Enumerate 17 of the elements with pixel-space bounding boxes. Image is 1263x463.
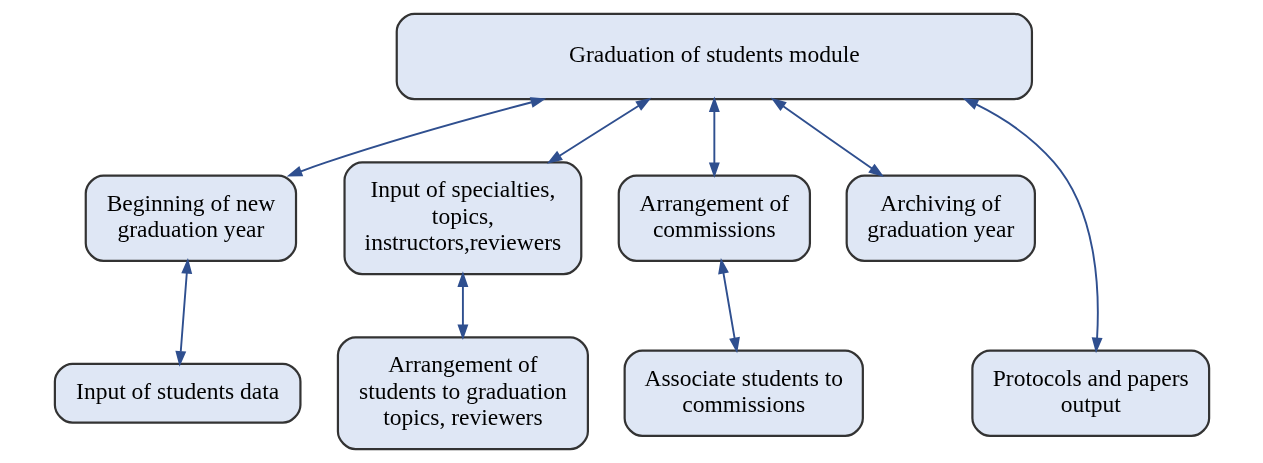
- arrow: [717, 258, 740, 354]
- node-box: Graduation of students module: [395, 12, 1033, 101]
- arrow: [962, 98, 1103, 354]
- arrow: [708, 96, 720, 179]
- node-box: Protocols and papers output: [970, 349, 1210, 437]
- arrow: [546, 97, 651, 164]
- node-box: Input of specialties, topics, instructors,reviewers: [342, 161, 582, 276]
- node-box: Beginning of new graduation year: [84, 174, 297, 262]
- node-box: Arrangement of commissions: [617, 174, 811, 262]
- arrow: [286, 97, 546, 177]
- node-box: Archiving of graduation year: [845, 174, 1036, 262]
- arrow: [456, 271, 468, 340]
- node-box: Input of students data: [53, 362, 302, 424]
- arrow: [770, 97, 884, 178]
- node-box: Associate students to commissions: [623, 349, 864, 437]
- node-box: Arrangement of students to graduation topics, reviewers: [336, 336, 589, 451]
- arrow: [174, 258, 192, 367]
